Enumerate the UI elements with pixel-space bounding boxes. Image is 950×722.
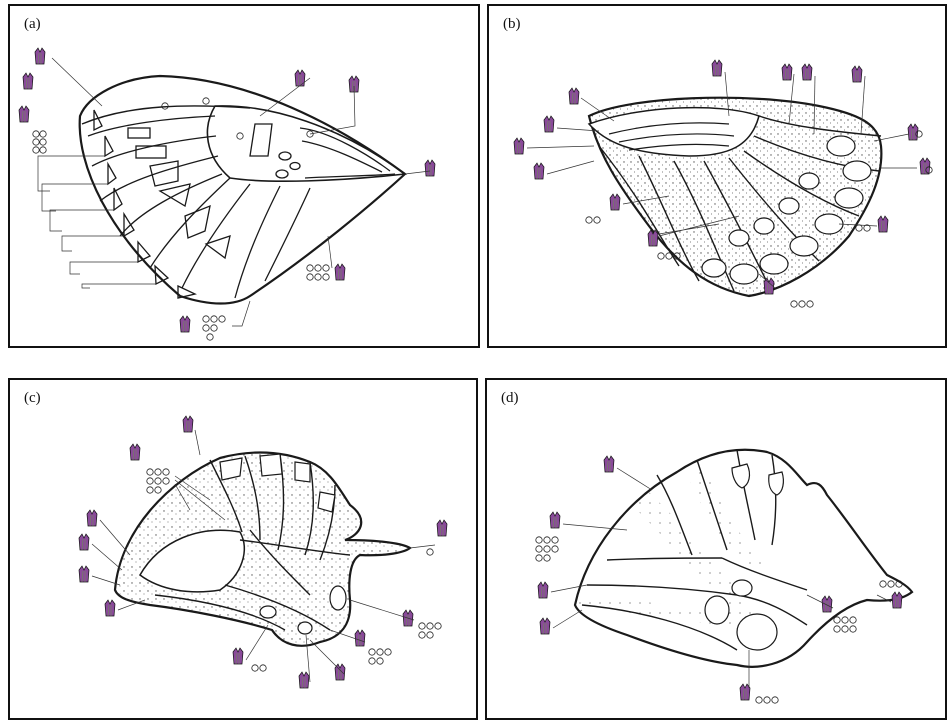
panel-c: (c) <box>8 378 478 720</box>
hindwing-diagram-b <box>489 6 945 346</box>
panel-d: (d) <box>485 378 947 720</box>
panel-b: (b) <box>487 4 947 348</box>
panel-a: (a) <box>8 4 480 348</box>
forewing-diagram-a <box>10 6 478 346</box>
hindwing-diagram-d <box>487 380 945 718</box>
hindwing-diagram-c <box>10 380 476 718</box>
